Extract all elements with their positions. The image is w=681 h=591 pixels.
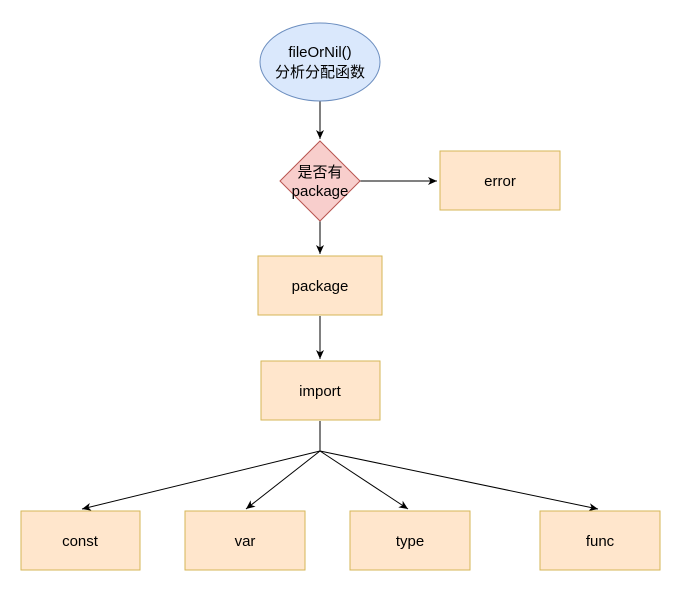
decision-node-line2: package [292, 183, 349, 200]
decision-node-line1: 是否有 [297, 164, 342, 181]
import-node-label: import [299, 383, 342, 400]
const-node: const [20, 510, 141, 571]
const-node-label: const [62, 533, 99, 550]
edge-import-to-func [319, 450, 599, 512]
decision-node: 是否有 package [279, 140, 361, 222]
import-node: import [260, 360, 381, 421]
func-node: func [539, 510, 661, 571]
var-node: var [184, 510, 306, 571]
edge-import-to-type [319, 450, 409, 510]
edge-import-to-var [245, 450, 321, 510]
var-node-label: var [235, 533, 256, 550]
type-node: type [349, 510, 471, 571]
func-node-label: func [586, 533, 615, 550]
start-node-line2: 分析分配函数 [275, 64, 365, 81]
edge-import-to-const [81, 450, 321, 511]
package-node-label: package [292, 278, 349, 295]
package-node: package [257, 255, 383, 316]
start-node: fileOrNil() 分析分配函数 [259, 22, 381, 102]
type-node-label: type [396, 533, 424, 550]
error-node-label: error [484, 173, 516, 190]
error-node: error [439, 150, 561, 211]
start-node-line1: fileOrNil() [288, 44, 351, 61]
